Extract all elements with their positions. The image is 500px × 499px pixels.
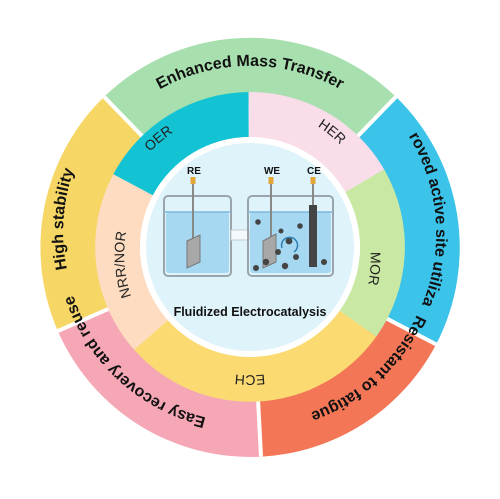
segment-oer xyxy=(113,92,249,196)
segment-ech xyxy=(134,310,377,402)
segment-easy-recovery-and-reuse xyxy=(57,304,261,457)
segment-nrr-nor xyxy=(95,174,168,350)
catalyst-particles xyxy=(253,219,327,271)
particle-motion-arrow xyxy=(280,236,299,253)
label-reference-electrode: RE xyxy=(187,166,201,177)
label-counter-electrode: CE xyxy=(307,166,321,177)
electrochemical-cell-illustration xyxy=(163,177,334,277)
center-title: Fluidized Electrocatalysis xyxy=(174,305,327,319)
segment-resistant-to-fatigue xyxy=(257,313,437,457)
electrode-labels: RE WE CE xyxy=(187,166,321,177)
inner-ring xyxy=(95,91,405,402)
label-mor: MOR xyxy=(365,252,383,287)
label-working-electrode: WE xyxy=(264,166,280,177)
segment-high-stability xyxy=(40,96,152,331)
counter-electrode xyxy=(309,177,317,267)
segment-mor xyxy=(339,169,405,337)
salt-bridge xyxy=(230,229,250,241)
label-ech: ECH xyxy=(234,371,266,388)
segment-her xyxy=(248,91,385,192)
reference-electrode xyxy=(186,177,201,269)
